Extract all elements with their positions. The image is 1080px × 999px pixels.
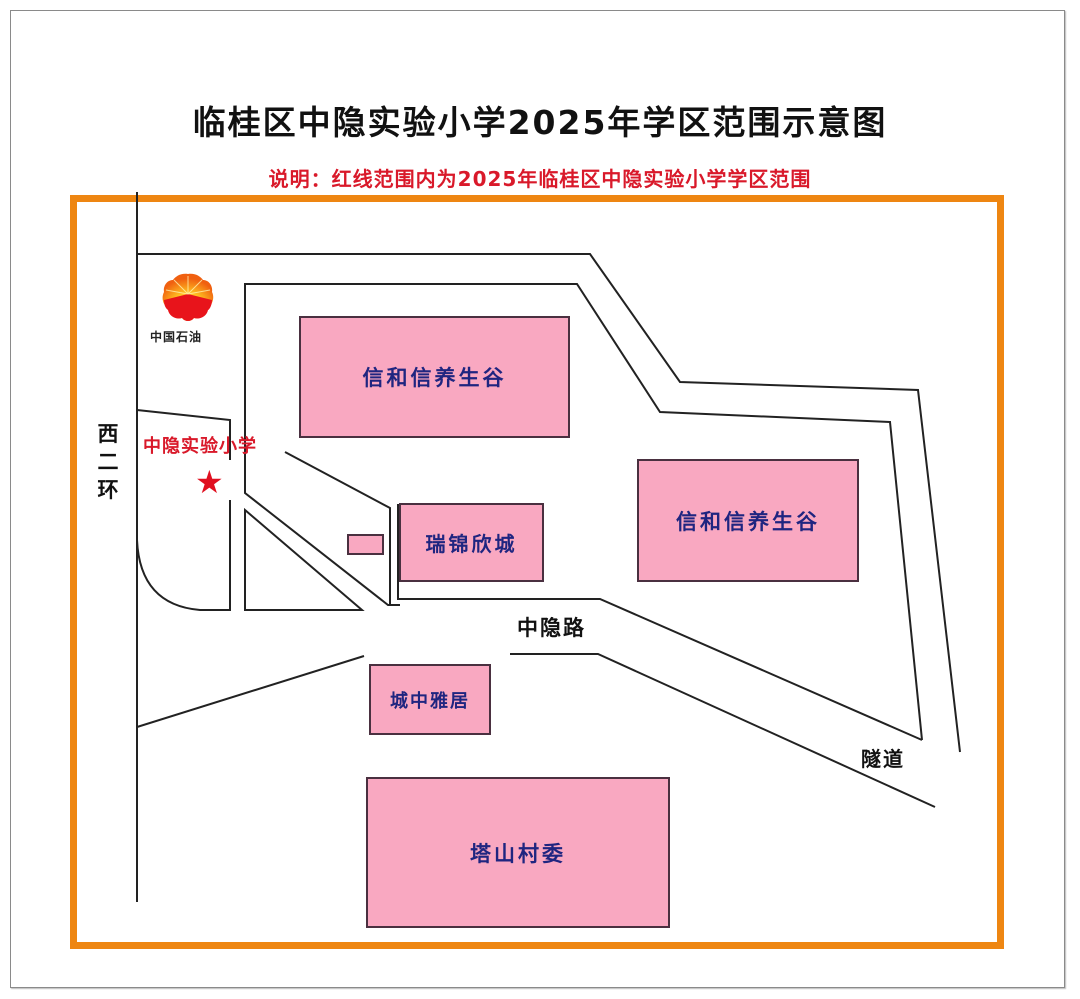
map-note: 说明：红线范围内为2025年临桂区中隐实验小学学区范围 xyxy=(268,167,812,191)
school-parcel xyxy=(136,409,231,611)
building-tashan: 塔山村委 xyxy=(366,777,670,928)
zhongyin-road-label: 中隐路 xyxy=(517,616,586,640)
building-xinhe-east: 信和信养生谷 xyxy=(637,459,859,582)
wedge-triangle xyxy=(244,507,365,611)
building-label: 信和信养生谷 xyxy=(676,509,820,534)
building-label: 信和信养生谷 xyxy=(362,366,507,390)
district-boundary xyxy=(70,195,1004,949)
building-label: 瑞锦欣城 xyxy=(425,532,518,556)
map-title: 临桂区中隐实验小学2025年学区范围示意图 xyxy=(192,103,888,142)
petrochina-logo-icon xyxy=(162,273,214,321)
zhongyin-road-north xyxy=(397,504,923,741)
school-label: 中隐实验小学 xyxy=(143,436,257,457)
diagonal-road-upper xyxy=(284,451,391,605)
building-chengzhong: 城中雅居 xyxy=(369,664,491,735)
building-xinhe-north: 信和信养生谷 xyxy=(299,316,570,438)
building-ruijin: 瑞锦欣城 xyxy=(399,503,544,582)
building-label: 塔山村委 xyxy=(470,841,566,866)
building-small xyxy=(347,534,384,555)
star-icon: ★ xyxy=(195,463,224,501)
page-frame xyxy=(10,10,1065,988)
tunnel-label: 隧道 xyxy=(861,747,905,771)
gas-station-label: 中国石油 xyxy=(150,330,203,344)
south-west-road xyxy=(136,655,365,902)
north-road-outer xyxy=(137,253,961,753)
west-ring-road-label: 西二环 xyxy=(97,422,119,502)
building-label: 城中雅居 xyxy=(390,690,470,712)
north-road-inner xyxy=(244,283,923,741)
zhongyin-road-south xyxy=(510,653,936,808)
wedge-outer xyxy=(244,410,400,606)
